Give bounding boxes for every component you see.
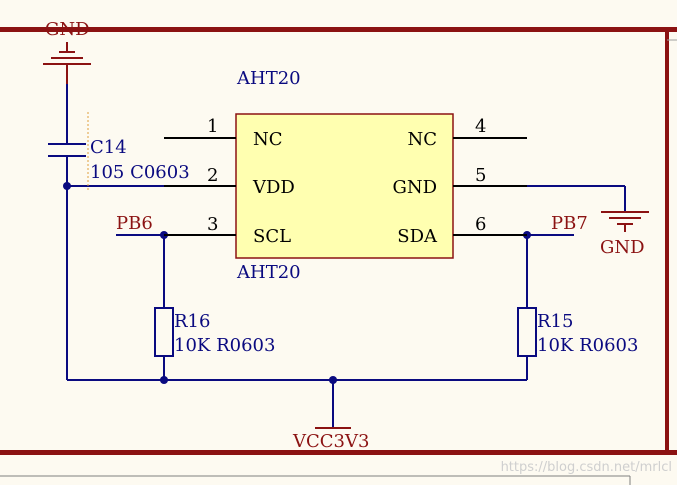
capacitor-c14: C14 105 C0603 bbox=[48, 112, 190, 192]
resistor-body bbox=[154, 307, 174, 357]
capacitor-designator: C14 bbox=[90, 137, 127, 158]
resistor-r16-value: 10K R0603 bbox=[174, 335, 275, 356]
watermark-text: https://blog.csdn.net/mrlcl bbox=[501, 460, 672, 475]
resistor-r15-value: 10K R0603 bbox=[537, 335, 638, 356]
pin-1-number: 1 bbox=[207, 116, 218, 137]
gnd-symbol-top: GND bbox=[43, 19, 91, 84]
pin-4-number: 4 bbox=[475, 116, 486, 137]
pin-4-name: NC bbox=[407, 129, 437, 150]
net-label-pb6: PB6 bbox=[116, 213, 153, 234]
vcc-power-port: VCC3V3 bbox=[292, 427, 369, 452]
resistor-r15: R15 10K R0603 bbox=[517, 307, 638, 357]
frame-top-border bbox=[0, 27, 677, 32]
resistor-r16: R16 10K R0603 bbox=[154, 307, 275, 357]
chip-aht20: AHT20 AHT20 1 NC 2 VDD 3 SCL 4 NC 5 GND … bbox=[164, 68, 527, 283]
gnd-right-label: GND bbox=[600, 237, 645, 258]
frame-right-border bbox=[665, 32, 669, 450]
gnd-symbol-right: GND bbox=[600, 211, 649, 258]
junction-dot bbox=[63, 182, 71, 190]
frame-bottom-border bbox=[0, 450, 677, 455]
chip-body bbox=[235, 113, 454, 259]
net-label-pb7: PB7 bbox=[551, 213, 588, 234]
pin-2-number: 2 bbox=[207, 165, 218, 186]
pin-3-name: SCL bbox=[253, 226, 291, 247]
resistor-body bbox=[517, 307, 537, 357]
pin-6-number: 6 bbox=[475, 214, 486, 235]
capacitor-value: 105 C0603 bbox=[90, 162, 190, 183]
junction-dot bbox=[160, 376, 168, 384]
pin-5-name: GND bbox=[392, 177, 437, 198]
gnd-top-label: GND bbox=[45, 19, 90, 40]
vcc-label: VCC3V3 bbox=[292, 431, 369, 452]
pin-3-number: 3 bbox=[207, 214, 218, 235]
resistor-r16-designator: R16 bbox=[174, 311, 210, 332]
pin-1-name: NC bbox=[253, 129, 283, 150]
resistor-r15-designator: R15 bbox=[537, 311, 573, 332]
chip-designator: AHT20 bbox=[236, 68, 301, 89]
chip-value: AHT20 bbox=[236, 262, 301, 283]
pin-2-name: VDD bbox=[252, 177, 295, 198]
pin-6-name: SDA bbox=[397, 226, 438, 247]
pin-5-number: 5 bbox=[475, 165, 486, 186]
junction-dot bbox=[329, 376, 337, 384]
